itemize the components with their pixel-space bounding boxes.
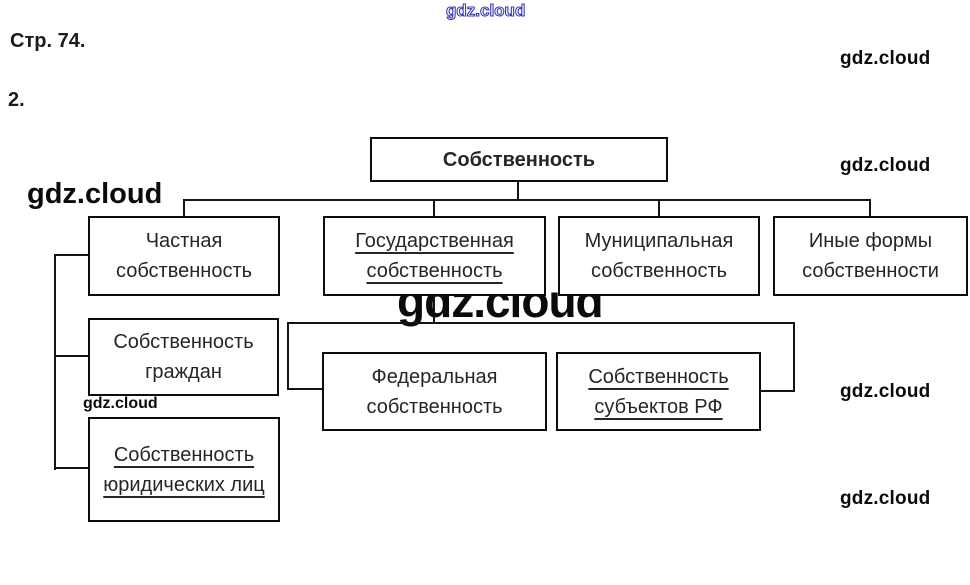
- connector-drop-private: [183, 199, 185, 217]
- connector-federal-left-drop: [287, 322, 289, 390]
- connector-legal-stub: [54, 467, 89, 469]
- connector-subjects-stub: [760, 390, 795, 392]
- node-rf-subjects-property: Собственность субъектов РФ: [556, 352, 761, 431]
- connector-level1-rail: [183, 199, 871, 201]
- connector-root-drop: [517, 180, 519, 201]
- node-citizens-property: Собственность граждан: [88, 318, 279, 396]
- connector-drop-state: [433, 199, 435, 217]
- watermark-above-legal-box: gdz.cloud: [83, 395, 158, 412]
- node-other-forms-property: Иные формы собственности: [773, 216, 968, 296]
- connector-private-children-spine: [54, 254, 56, 470]
- watermark-right-4: gdz.cloud: [840, 381, 931, 402]
- connector-state-children-rail: [287, 322, 795, 324]
- connector-subjects-right-drop: [793, 322, 795, 392]
- task-number-label: 2.: [8, 89, 25, 111]
- node-legal-entities-property: Собственность юридических лиц: [88, 417, 280, 522]
- connector-drop-other: [869, 199, 871, 217]
- node-private-property: Частная собственность: [88, 216, 280, 296]
- page-number-label: Стр. 74.: [10, 30, 86, 52]
- watermark-right-1: gdz.cloud: [840, 48, 931, 69]
- connector-citizens-stub: [54, 355, 89, 357]
- node-federal-property: Федеральная собственность: [322, 352, 547, 431]
- connector-private-stub: [54, 254, 89, 256]
- connector-federal-stub: [287, 388, 323, 390]
- watermark-top-blue: gdz.cloud: [445, 0, 526, 20]
- node-root-property: Собственность: [370, 137, 668, 182]
- connector-state-down: [433, 295, 435, 324]
- connector-drop-municipal: [658, 199, 660, 217]
- watermark-right-5: gdz.cloud: [840, 488, 931, 509]
- watermark-left-big: gdz.cloud: [27, 178, 163, 210]
- watermark-right-2: gdz.cloud: [840, 155, 931, 176]
- node-municipal-property: Муниципальная собственность: [558, 216, 760, 296]
- node-state-property: Государственная собственность: [323, 216, 546, 296]
